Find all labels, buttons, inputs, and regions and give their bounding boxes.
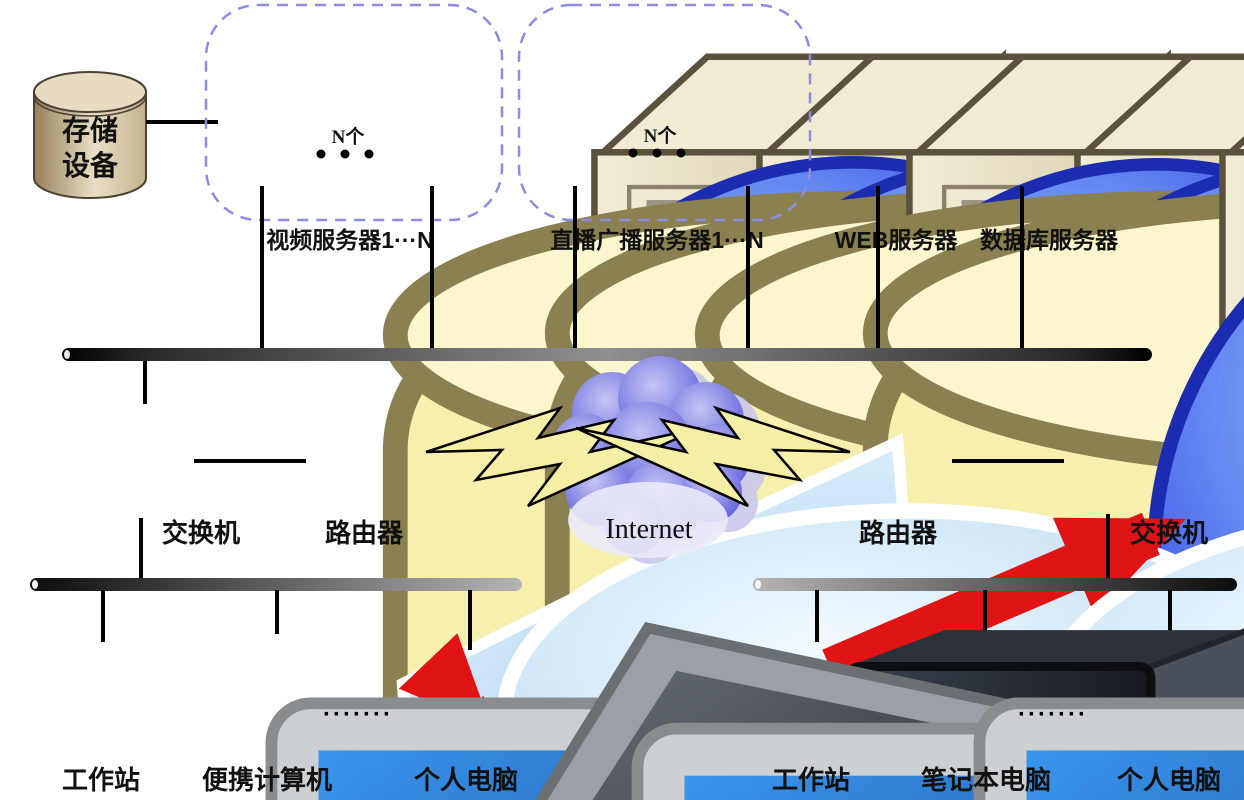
database-server-label: 数据库服务器 xyxy=(980,227,1119,253)
ellipsis-dot xyxy=(676,148,686,158)
laptop-left-label: 便携计算机 xyxy=(202,765,332,795)
internet-label: Internet xyxy=(605,514,692,545)
broadcast-group-label: 直播广播服务器1···N xyxy=(550,227,763,253)
bus-end-cap xyxy=(64,350,70,359)
pc-left-label: 个人电脑 xyxy=(414,765,518,795)
storage-cylinder-body xyxy=(33,91,147,199)
storage-label-line2: 设备 xyxy=(62,150,119,181)
router-right-label: 路由器 xyxy=(859,518,938,548)
storage-cylinder-top xyxy=(33,71,147,113)
ellipsis-dot xyxy=(652,148,662,158)
workstation-left-label: 工作站 xyxy=(62,765,140,795)
ellipsis-dot xyxy=(628,148,638,158)
bus-end-cap xyxy=(755,580,761,589)
ellipsis-dot xyxy=(364,149,374,159)
lan-right-ellipsis: ······· xyxy=(1018,701,1088,728)
server-bus-links xyxy=(260,186,1024,350)
video-group-count: N个 xyxy=(332,126,366,148)
video-group-label: 视频服务器1···N xyxy=(266,227,433,253)
ellipsis-dot xyxy=(340,149,350,159)
laptop-right-label: 笔记本电脑 xyxy=(921,765,1051,795)
lan-left-ellipsis: ······· xyxy=(323,701,393,728)
ellipsis-dot xyxy=(316,149,326,159)
broadcast-server-group: N个 xyxy=(517,3,1244,800)
lan-bus-right xyxy=(753,578,1237,591)
video-group-dashed-border xyxy=(204,3,504,222)
broadcast-group-count: N个 xyxy=(644,125,678,147)
video-server-group: N个 xyxy=(204,3,1244,800)
lan-bus-left xyxy=(30,578,522,591)
workstation-right-label: 工作站 xyxy=(772,765,850,795)
pc-right-label: 个人电脑 xyxy=(1117,765,1221,795)
router-left-label: 路由器 xyxy=(325,518,404,548)
switch-right-label: 交换机 xyxy=(1130,518,1208,548)
storage-cylinder-rim xyxy=(33,95,147,117)
web-server-label: WEB服务器 xyxy=(835,227,959,253)
backbone-bus xyxy=(62,348,1152,361)
storage-label-line1: 存储 xyxy=(62,114,118,146)
broadcast-group-dashed-border xyxy=(517,3,812,222)
switch-left-label: 交换机 xyxy=(162,518,240,548)
bus-end-cap xyxy=(32,580,38,589)
lightning-bolt-right xyxy=(575,405,851,508)
storage-device: 存储 设备 xyxy=(33,71,147,199)
cloud-highlight xyxy=(568,482,728,558)
